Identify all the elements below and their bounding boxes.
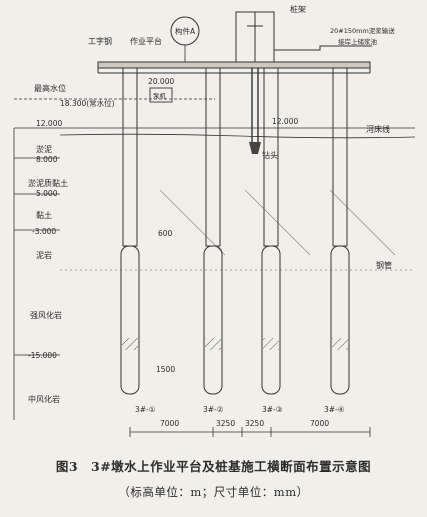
pile-body-3 [261,245,281,395]
label-pile-dia: 1500 [156,365,175,374]
pile-section-diagram: 工字钢 作业平台 构件A 桩架 20#150mm泥浆输送 接岸上储浆池 最高水位… [13,4,416,437]
label-component-a: 构件A [175,26,196,36]
dim-spacing-3: 3250 [245,419,264,428]
work-platform [97,61,371,74]
figure-caption: 图3 3#墩水上作业平台及桩基施工横断面布置示意图 [55,459,372,474]
stratum-elev-1: 8.000 [36,155,58,164]
pile-body-2 [203,245,223,395]
label-drill-bit: 钻头 [262,150,278,160]
dimension-line [129,427,371,437]
pile-label-3: 3#-③ [262,405,283,414]
label-pump: 泵机 [153,91,167,100]
pile-frame [235,11,275,150]
pile-rebar-hatch-3 [263,338,279,350]
stratum-elev-2: 5.000 [36,189,58,198]
elevation-scale [13,128,60,420]
stratum-name-5: 强风化岩 [30,310,62,320]
pile-casing-2 [205,67,221,247]
label-river-bed: 河床线 [366,124,390,134]
mud-pipe [274,45,372,51]
component-a-marker [170,16,200,62]
label-casing: 钢管 [376,260,392,270]
pile-rebar-hatch-1 [122,338,138,350]
pile-casing-1 [122,67,138,247]
pile-rebar-hatch-2 [205,338,221,350]
label-pipe-note-2: 接岸上储浆池 [338,37,378,46]
pile-rebar-hatch-4 [332,338,348,350]
piles-group [120,67,350,395]
pile-label-1: 3#-① [135,405,156,414]
label-max-water: 最高水位 [34,83,66,93]
label-max-water-value: 18.300(常水位) [60,98,115,108]
dim-spacing-4: 7000 [310,419,329,428]
stratum-name-2: 淤泥质黏土 [28,178,68,188]
dimension-labels: 7000 3250 3250 7000 [160,419,329,428]
pile-body-1 [120,245,140,395]
pile-casing-4 [332,67,348,247]
drill-bit-shape [249,142,261,154]
stratum-name-1: 淤泥 [36,144,52,154]
label-platform: 作业平台 [130,36,162,46]
label-elev-12-left: 12.000 [36,119,62,128]
label-platform-elev: 20.000 [148,77,174,86]
dim-spacing-2: 3250 [216,419,235,428]
stratum-elev-3: -3.000 [32,227,56,236]
stratum-name-4: 泥岩 [36,250,52,260]
pump-box [149,87,173,103]
label-casing-dia: 600 [158,229,173,238]
stratum-elev-5: -15.000 [28,351,57,360]
labels: 工字钢 作业平台 构件A 桩架 20#150mm泥浆输送 接岸上储浆池 最高水位… [28,4,395,414]
dim-spacing-1: 7000 [160,419,179,428]
label-steel-beam: 工字钢 [88,36,112,46]
stratum-name-6: 中风化岩 [28,394,60,404]
strata-boundaries [60,189,415,271]
pile-body-4 [330,245,350,395]
river-bed-line [59,133,416,139]
label-elev-12-mid: 12.000 [272,117,298,126]
label-pile-frame: 桩架 [290,4,306,14]
figure-caption-units: （标高单位：m；尺寸单位：mm） [118,485,309,499]
pile-label-4: 3#-④ [324,405,345,414]
label-pipe-note-1: 20#150mm泥浆输送 [330,26,395,35]
stratum-name-3: 黏土 [36,210,52,220]
pile-label-2: 3#-② [203,405,224,414]
